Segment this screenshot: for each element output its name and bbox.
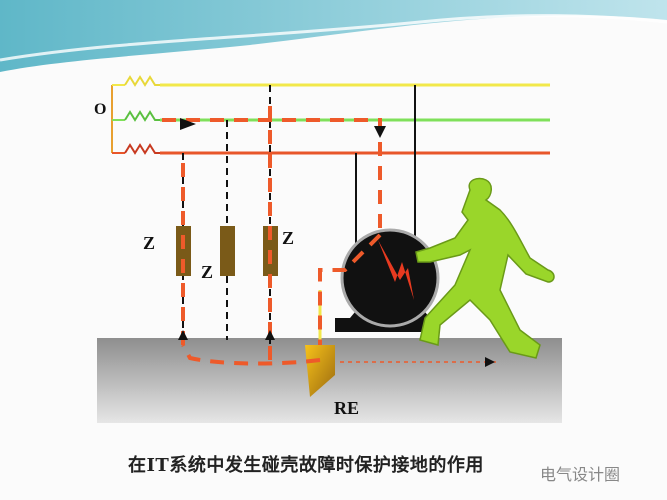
winding-red — [124, 143, 160, 155]
header-wave — [0, 0, 667, 72]
motor — [340, 228, 440, 328]
arrow-icon — [374, 126, 386, 138]
arrow-icon — [265, 330, 275, 340]
winding-yellow — [124, 75, 160, 87]
impedance-z2 — [220, 226, 235, 276]
impedance-label-1: Z — [143, 233, 156, 253]
caption: 在IT系统中发生碰壳故障时保护接地的作用 — [128, 455, 484, 476]
arrow-icon — [180, 118, 196, 130]
impedance-label-3: Z — [282, 228, 295, 248]
watermark: 电气设计圈 — [540, 465, 621, 484]
fault-spark-icon — [378, 240, 414, 300]
impedance-z1 — [176, 226, 191, 276]
source-windings — [112, 75, 160, 155]
header-wave-highlight — [0, 14, 667, 62]
arrow-icon — [178, 330, 188, 340]
winding-green — [124, 110, 160, 122]
fault-current-path — [162, 100, 382, 366]
person-figure — [415, 177, 555, 359]
arrow-icon — [485, 357, 495, 367]
earth-electrode — [305, 345, 335, 397]
neutral-label: O — [94, 101, 107, 118]
impedance-label-2: Z — [201, 262, 214, 282]
earth-electrode-label: RE — [334, 398, 360, 418]
